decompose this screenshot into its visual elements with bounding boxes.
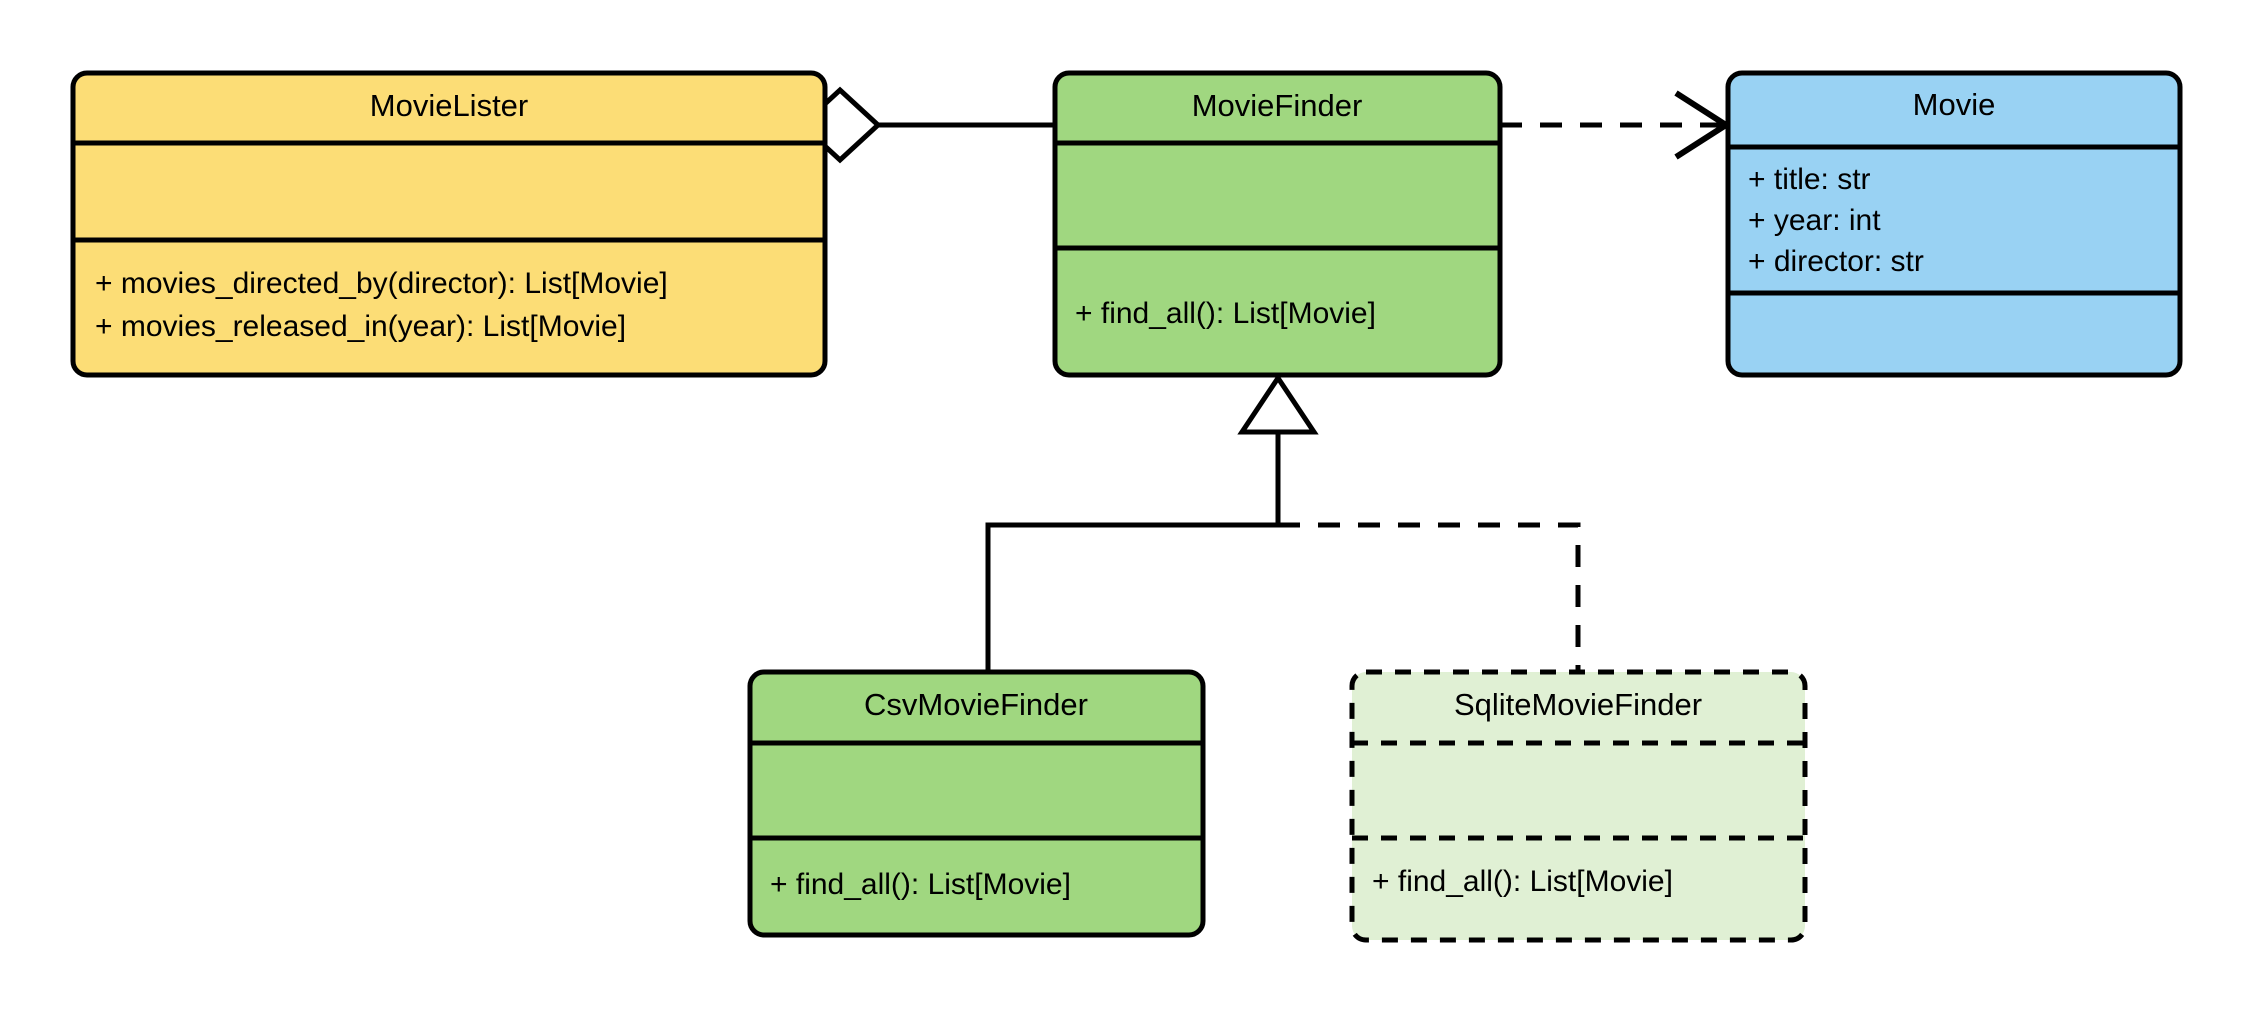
sqlite-inheritance-line xyxy=(1278,522,1581,672)
movie-lister-title: MovieLister xyxy=(370,88,529,123)
csv-movie-finder-title: CsvMovieFinder xyxy=(864,687,1088,722)
hollow-triangle-marker xyxy=(1237,373,1319,435)
movie-attribute-2: + year: int xyxy=(1748,204,1881,237)
movie-title: Movie xyxy=(1913,87,1996,122)
relationship-sqlite-inherits-finder xyxy=(1278,522,1581,672)
relationship-csv-inherits-finder xyxy=(985,522,1278,672)
sqlite-movie-finder-frame xyxy=(1349,669,1808,943)
csv-movie-finder-frame xyxy=(747,669,1206,938)
movie-finder-frame xyxy=(1052,70,1503,378)
class-box-movie-finder[interactable]: MovieFinder + find_all(): List[Movie] xyxy=(1052,70,1503,378)
movie-finder-method-1: + find_all(): List[Movie] xyxy=(1075,297,1376,330)
relationship-finder-depends-on-movie xyxy=(1500,90,1732,160)
movie-attribute-1: + title: str xyxy=(1748,163,1871,196)
movie-lister-method-2: + movies_released_in(year): List[Movie] xyxy=(95,310,626,343)
class-box-sqlite-movie-finder[interactable]: SqliteMovieFinder + find_all(): List[Mov… xyxy=(1349,669,1808,943)
csv-inheritance-line xyxy=(985,522,1278,672)
movie-lister-frame xyxy=(70,70,828,378)
relationship-inheritance-trunk xyxy=(1237,373,1319,525)
csv-movie-finder-method-1: + find_all(): List[Movie] xyxy=(770,868,1071,901)
class-box-movie-lister[interactable]: MovieLister + movies_directed_by(directo… xyxy=(70,70,828,378)
sqlite-movie-finder-title: SqliteMovieFinder xyxy=(1454,687,1702,722)
sqlite-movie-finder-method-1: + find_all(): List[Movie] xyxy=(1372,865,1673,898)
class-box-csv-movie-finder[interactable]: CsvMovieFinder + find_all(): List[Movie] xyxy=(747,669,1206,938)
class-box-movie[interactable]: Movie + title: str + year: int + directo… xyxy=(1725,70,2183,378)
movie-finder-title: MovieFinder xyxy=(1192,88,1363,123)
movie-attribute-3: + director: str xyxy=(1748,245,1924,278)
movie-lister-method-1: + movies_directed_by(director): List[Mov… xyxy=(95,267,668,300)
relationship-lister-aggregates-finder xyxy=(798,86,1055,164)
